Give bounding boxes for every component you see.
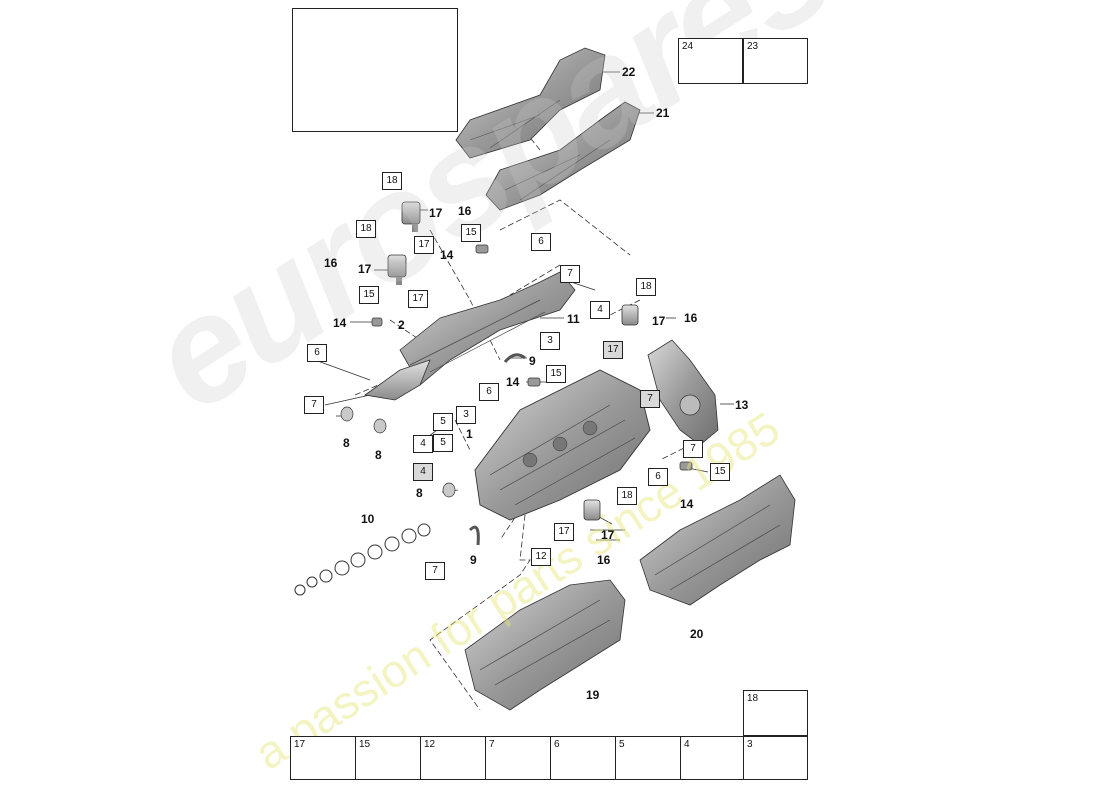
callout-box[interactable]: 6 — [479, 383, 499, 401]
camshaft-cover-lower — [485, 101, 641, 211]
callout-box[interactable]: 4 — [413, 435, 433, 453]
legend-cell[interactable]: 5 — [615, 736, 681, 780]
legend-number: 6 — [554, 739, 560, 750]
callout-label[interactable]: 21 — [656, 106, 670, 120]
callout-label[interactable]: 17 — [601, 528, 615, 542]
consumable-number: 23 — [747, 41, 759, 52]
callout-label[interactable]: 11 — [567, 312, 580, 326]
consumable-number: 24 — [682, 41, 694, 52]
vehicle-thumbnail-frame — [292, 8, 458, 132]
callout-label[interactable]: 17 — [358, 262, 372, 276]
callout-box[interactable]: 17 — [603, 341, 623, 359]
callout-label[interactable]: 17 — [429, 206, 443, 220]
legend-number: 4 — [684, 739, 690, 750]
solenoid-valve-left — [387, 254, 407, 285]
camshaft-carrier-left — [464, 579, 626, 711]
legend-cell[interactable]: 7 — [485, 736, 551, 780]
callout-box[interactable]: 7 — [640, 390, 660, 408]
callout-label[interactable]: 22 — [622, 65, 636, 79]
callout-label[interactable]: 17 — [652, 314, 666, 328]
camshaft-cover-upper — [455, 47, 606, 159]
sensors — [371, 244, 693, 471]
callout-label[interactable]: 13 — [735, 398, 749, 412]
callout-box[interactable]: 6 — [531, 233, 551, 251]
callout-box[interactable]: 17 — [554, 523, 574, 541]
callout-box[interactable]: 18 — [382, 172, 402, 190]
legend-number: 17 — [294, 739, 306, 750]
callout-label[interactable]: 20 — [690, 627, 704, 641]
gasket-set — [294, 523, 431, 596]
legend-number: 5 — [619, 739, 625, 750]
legend-cell[interactable]: 18 — [743, 690, 808, 736]
oil-pipe-upper — [503, 353, 526, 363]
callout-box[interactable]: 7 — [304, 396, 324, 414]
legend-number: 15 — [359, 739, 371, 750]
callout-label[interactable]: 2 — [398, 318, 405, 332]
callout-label[interactable]: 16 — [458, 204, 472, 218]
legend-number: 12 — [424, 739, 436, 750]
callout-box[interactable]: 3 — [540, 332, 560, 350]
callout-box[interactable]: 15 — [461, 224, 481, 242]
callout-label[interactable]: 19 — [586, 688, 600, 702]
sealing-plugs — [340, 406, 456, 498]
callout-box[interactable]: 6 — [648, 468, 668, 486]
oil-pipe-lower — [468, 525, 480, 546]
callout-label[interactable]: 14 — [333, 316, 347, 330]
callout-label[interactable]: 16 — [684, 311, 698, 325]
callout-label[interactable]: 14 — [506, 375, 520, 389]
callout-box[interactable]: 7 — [560, 265, 580, 283]
solenoid-valve-bottom — [583, 499, 601, 521]
callout-box[interactable]: 4 — [590, 301, 610, 319]
legend-cell[interactable]: 17 — [290, 736, 356, 780]
callout-box[interactable]: 7 — [425, 562, 445, 580]
solenoid-valve-top — [401, 201, 421, 232]
callout-label[interactable]: 8 — [416, 486, 423, 500]
callout-box[interactable]: 15 — [710, 463, 730, 481]
callout-box[interactable]: 5 — [433, 434, 453, 452]
legend-number: 3 — [747, 739, 753, 750]
callout-box[interactable]: 15 — [546, 365, 566, 383]
cylinder-head — [474, 369, 651, 521]
callout-box[interactable]: 4 — [413, 463, 433, 481]
legend-number: 7 — [489, 739, 495, 750]
callout-label[interactable]: 9 — [529, 354, 536, 368]
legend-cell[interactable]: 15 — [355, 736, 421, 780]
callout-label[interactable]: 16 — [597, 553, 611, 567]
camshaft-housing — [363, 271, 576, 401]
callout-box[interactable]: 17 — [414, 236, 434, 254]
solenoid-valve-right — [621, 304, 639, 326]
legend-cell[interactable]: 3 — [743, 736, 808, 780]
callout-label[interactable]: 10 — [361, 512, 375, 526]
legend-cell[interactable]: 4 — [680, 736, 744, 780]
callout-box[interactable]: 18 — [356, 220, 376, 238]
callout-label[interactable]: 14 — [680, 497, 694, 511]
callout-label[interactable]: 14 — [440, 248, 454, 262]
legend-number: 18 — [747, 693, 759, 704]
callout-box[interactable]: 12 — [531, 548, 551, 566]
callout-box[interactable]: 18 — [617, 487, 637, 505]
callout-box[interactable]: 17 — [408, 290, 428, 308]
callout-box[interactable]: 3 — [456, 406, 476, 424]
callout-box[interactable]: 18 — [636, 278, 656, 296]
consumable-cell: 24 — [678, 38, 743, 84]
callout-box[interactable]: 6 — [307, 344, 327, 362]
callout-box[interactable]: 5 — [433, 413, 453, 431]
callout-label[interactable]: 1 — [466, 427, 473, 441]
callout-label[interactable]: 16 — [324, 256, 338, 270]
timing-cover — [647, 339, 719, 446]
callout-label[interactable]: 9 — [470, 553, 477, 567]
callout-box[interactable]: 7 — [683, 440, 703, 458]
consumable-cell: 23 — [743, 38, 808, 84]
camshaft-carrier-right — [639, 474, 796, 606]
callout-box[interactable]: 15 — [359, 286, 379, 304]
legend-cell[interactable]: 6 — [550, 736, 616, 780]
callout-label[interactable]: 8 — [375, 448, 382, 462]
callout-label[interactable]: 8 — [343, 436, 350, 450]
legend-cell[interactable]: 12 — [420, 736, 486, 780]
